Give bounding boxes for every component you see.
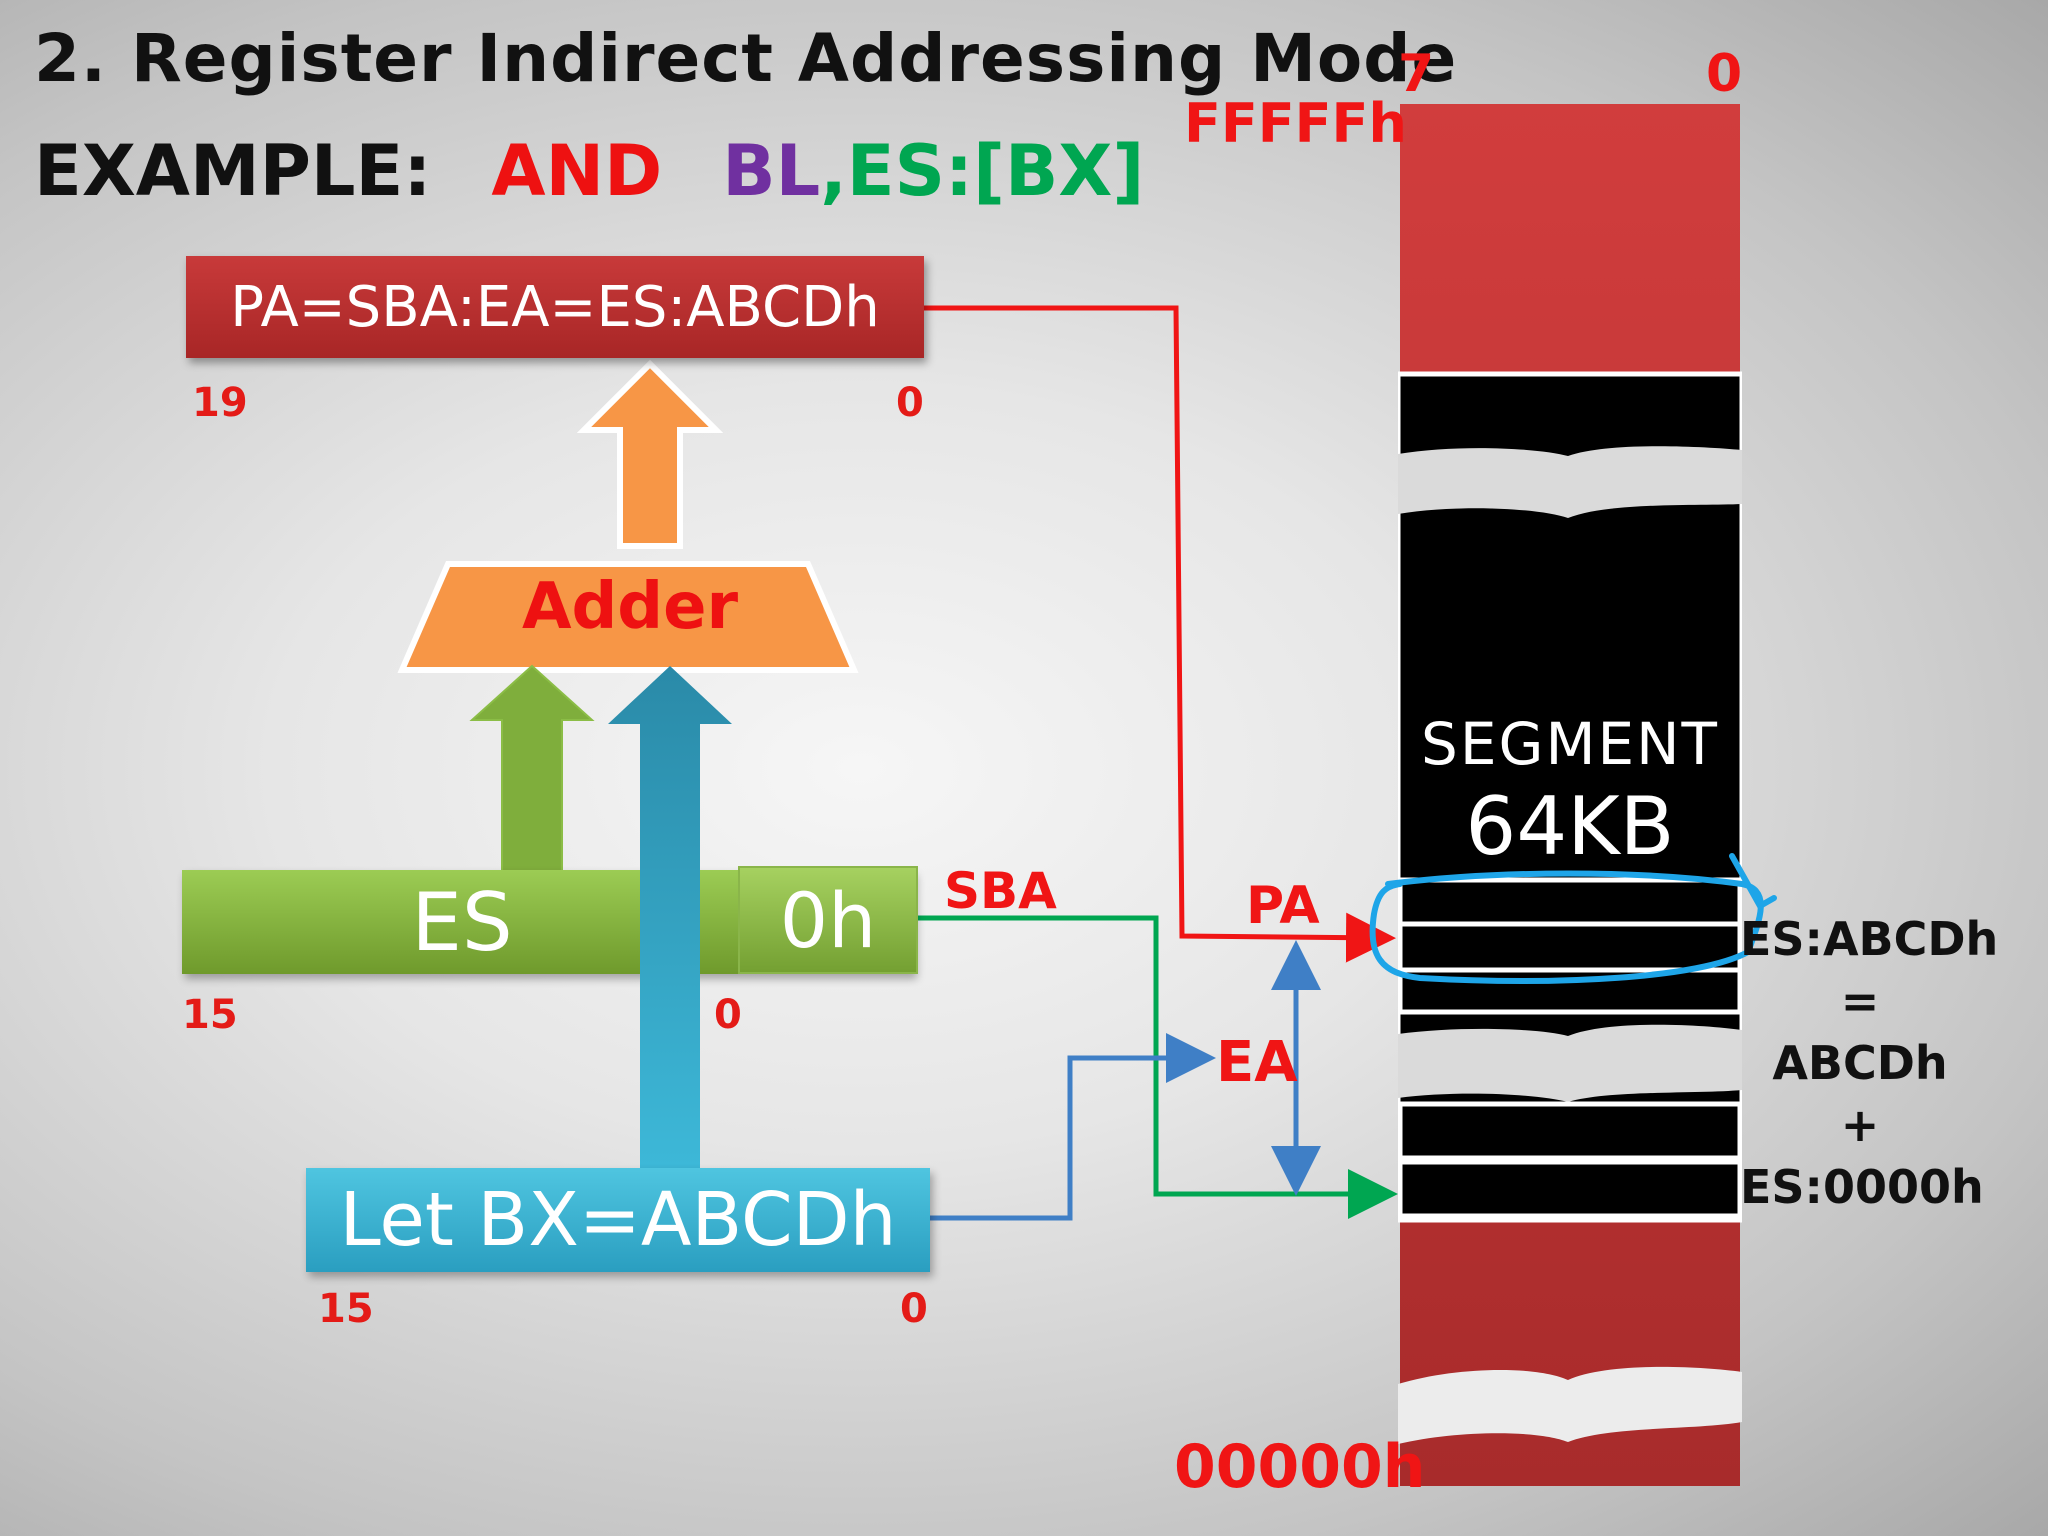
pa-connector	[924, 305, 1396, 963]
pa-bit-low: 0	[896, 380, 924, 426]
example-source: ,ES:[BX]	[820, 130, 1145, 212]
address-calculation: ES:ABCDh = ABCDh + ES:0000h	[1740, 908, 1999, 1218]
ea-connector	[930, 1033, 1216, 1221]
segment-label-line2: 64KB	[1465, 780, 1675, 873]
bx-to-adder-arrow	[608, 666, 732, 1168]
es-shift-suffix: 0h	[738, 866, 918, 974]
ea-label: EA	[1216, 1030, 1298, 1095]
calc-segment-base: ES:0000h	[1740, 1160, 1984, 1214]
memory-cell-above	[1398, 877, 1742, 927]
slide-title: 2. Register Indirect Addressing Mode	[34, 20, 1458, 97]
example-instruction: EXAMPLE: AND BL,ES:[BX]	[34, 130, 1144, 212]
calc-equals: =	[1840, 974, 1880, 1028]
pa-arrow-label: PA	[1246, 876, 1320, 936]
es-register-label: ES	[411, 875, 513, 969]
annotation-circle	[1369, 870, 1764, 984]
segment-label: SEGMENT 64KB	[1398, 710, 1742, 873]
memory-break-lower	[1398, 1366, 1742, 1444]
pa-bit-high: 19	[192, 380, 248, 426]
es-bit-low: 0	[714, 992, 742, 1038]
bx-register: Let BX=ABCDh	[306, 1168, 930, 1272]
es-bit-high: 15	[182, 992, 238, 1038]
bx-bit-high: 15	[318, 1286, 374, 1332]
adder-label: Adder	[521, 570, 739, 644]
adder-block	[397, 561, 859, 673]
example-opcode: AND	[491, 130, 663, 212]
calc-result: ES:ABCDh	[1740, 912, 1999, 966]
annotation-tick	[1729, 853, 1777, 911]
adder-output-arrow	[576, 359, 724, 549]
sba-label: SBA	[944, 862, 1057, 920]
bx-bit-low: 0	[900, 1286, 928, 1332]
segment-label-line1: SEGMENT	[1421, 710, 1719, 778]
calc-offset: ABCDh	[1772, 1036, 1948, 1090]
pa-register: PA=SBA:EA=ES:ABCDh	[186, 256, 924, 358]
example-destination: BL	[722, 130, 821, 212]
memory-bottom-address: 00000h	[1174, 1432, 1426, 1502]
memory-column	[1398, 104, 1742, 1486]
calc-plus: +	[1840, 1098, 1880, 1152]
memory-top-address: FFFFFh	[1184, 92, 1407, 155]
memory-bit-high: 7	[1398, 44, 1435, 104]
memory-cell-low	[1398, 1101, 1742, 1161]
segment-break-upper	[1398, 446, 1742, 518]
memory-cell-segment-base	[1398, 1159, 1742, 1219]
memory-cell-target	[1398, 921, 1742, 973]
memory-bit-low: 0	[1706, 44, 1743, 104]
segment-break-middle	[1398, 1024, 1742, 1102]
es-to-adder-arrow	[469, 664, 595, 875]
example-label: EXAMPLE:	[34, 130, 432, 212]
